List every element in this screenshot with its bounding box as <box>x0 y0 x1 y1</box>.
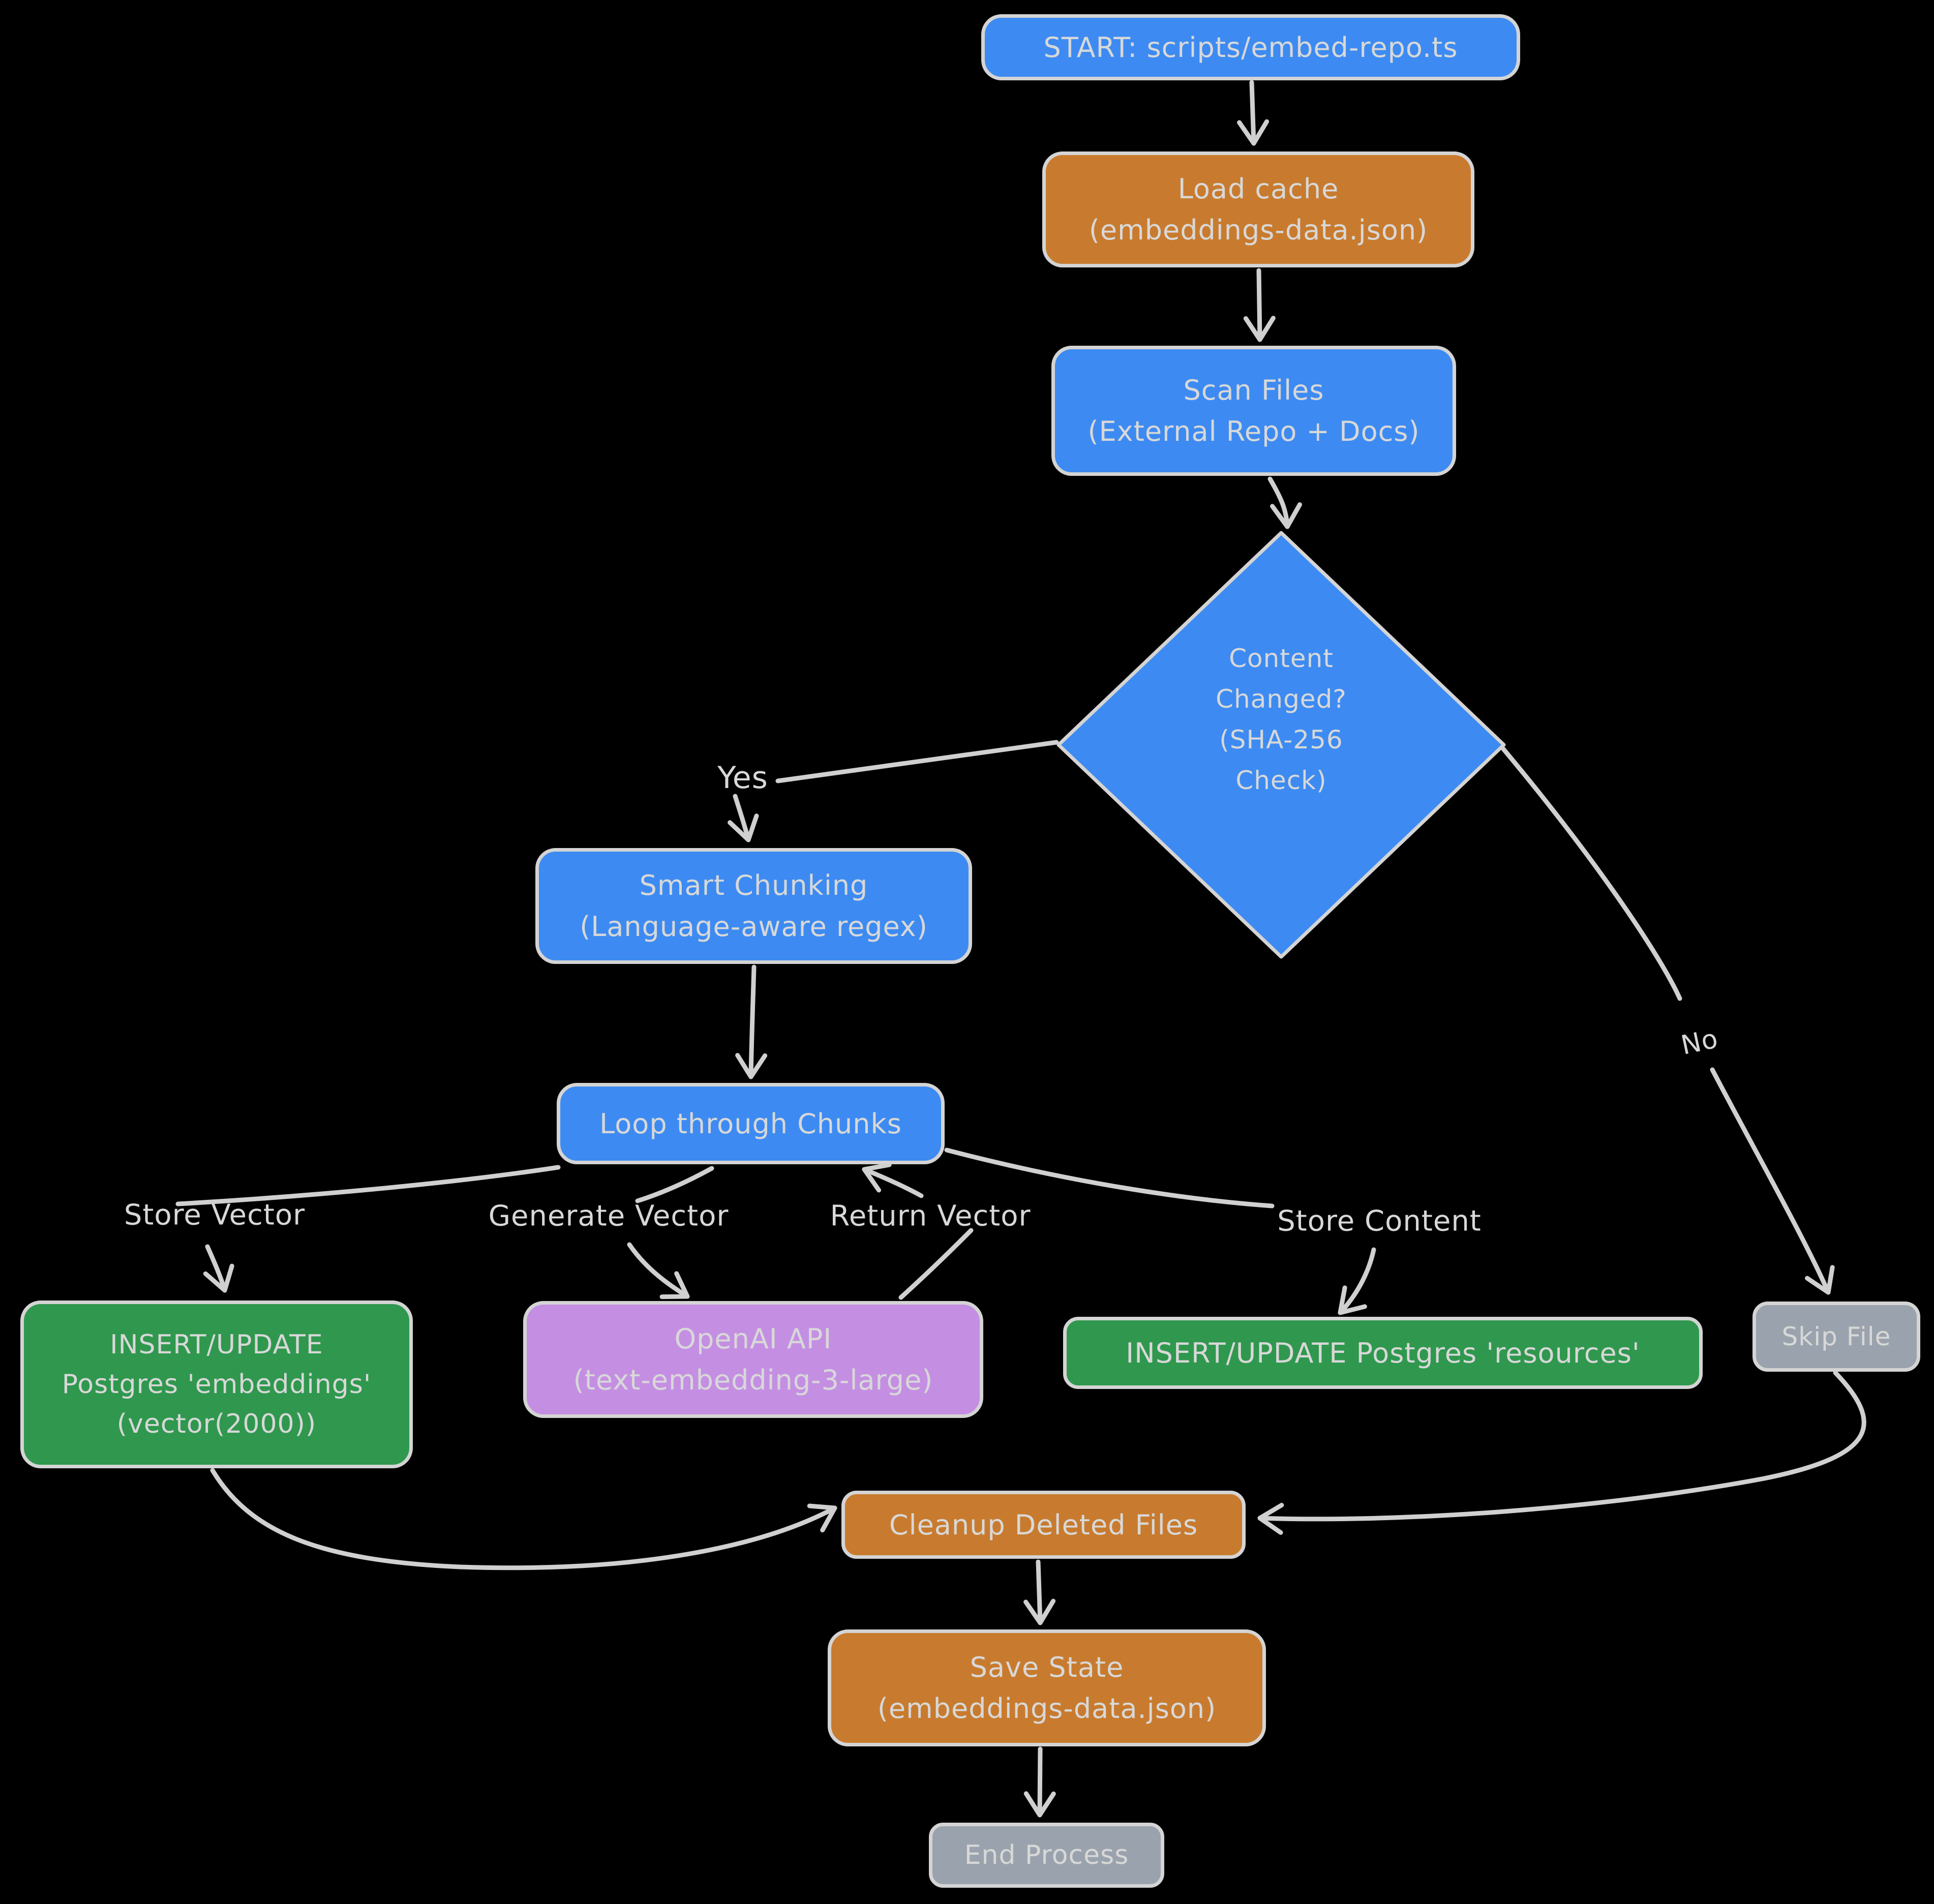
node-openai-api: OpenAI API (text-embedding-3-large) <box>523 1301 983 1418</box>
edge-skip-file-to-cleanup <box>1257 1370 1866 1535</box>
edge-label-return-vector: Return Vector <box>830 1199 1031 1233</box>
edge-cleanup-to-save-state <box>1023 1559 1056 1625</box>
node-loop-chunks-label: Loop through Chunks <box>599 1107 902 1140</box>
node-start-label: START: scripts/embed-repo.ts <box>1043 31 1458 64</box>
edge-content-changed-no-line <box>1500 746 1682 1001</box>
node-insert-embeddings-line3: (vector(2000)) <box>116 1409 317 1439</box>
edge-yes-to-smart-chunking <box>728 794 759 842</box>
edge-label-yes: Yes <box>717 760 768 796</box>
node-cleanup: Cleanup Deleted Files <box>841 1491 1246 1559</box>
node-save-state-line1: Save State <box>970 1651 1124 1683</box>
node-scan-files: Scan Files (External Repo + Docs) <box>1051 346 1456 476</box>
node-insert-resources: INSERT/UPDATE Postgres 'resources' <box>1063 1317 1703 1389</box>
node-smart-chunking-line2: (Language-aware regex) <box>580 911 928 943</box>
node-content-changed-diamond <box>1056 531 1506 959</box>
node-content-changed-label: Content Changed? (SHA-256 Check) <box>1159 636 1403 803</box>
node-loop-chunks: Loop through Chunks <box>557 1083 945 1164</box>
node-smart-chunking: Smart Chunking (Language-aware regex) <box>535 848 972 964</box>
edge-openai-return-vector-line <box>898 1228 974 1300</box>
edge-embeddings-to-cleanup <box>210 1468 837 1570</box>
edge-loop-to-store-vector-line <box>175 1165 561 1206</box>
node-end-process: End Process <box>929 1823 1164 1888</box>
node-end-process-label: End Process <box>964 1840 1129 1870</box>
edge-loop-to-generate-vector-line <box>635 1166 714 1203</box>
edge-generate-vector-to-openai <box>627 1242 690 1299</box>
content-changed-line2: Changed? <box>1216 684 1347 714</box>
edge-load-cache-to-scan-files <box>1243 268 1276 342</box>
edge-scan-files-to-content-changed <box>1267 476 1302 529</box>
node-start: START: scripts/embed-repo.ts <box>981 14 1520 80</box>
edge-smart-chunking-to-loop <box>735 964 768 1079</box>
edge-loop-to-store-content-line <box>944 1147 1275 1208</box>
node-save-state-line2: (embeddings-data.json) <box>877 1693 1217 1725</box>
edge-content-changed-yes-line <box>775 740 1059 783</box>
node-skip-file-label: Skip File <box>1781 1321 1891 1351</box>
node-smart-chunking-line1: Smart Chunking <box>639 869 868 901</box>
node-insert-embeddings: INSERT/UPDATE Postgres 'embeddings' (vec… <box>20 1301 413 1468</box>
content-changed-line1: Content <box>1229 644 1334 673</box>
content-changed-line4: Check) <box>1235 766 1327 795</box>
node-insert-embeddings-line2: Postgres 'embeddings' <box>62 1369 372 1400</box>
node-scan-files-line1: Scan Files <box>1183 374 1324 406</box>
node-save-state: Save State (embeddings-data.json) <box>828 1629 1266 1746</box>
edge-label-generate-vector: Generate Vector <box>488 1199 729 1233</box>
node-insert-resources-label: INSERT/UPDATE Postgres 'resources' <box>1126 1337 1640 1369</box>
edge-no-to-skip-file <box>1710 1067 1835 1295</box>
node-load-cache-line1: Load cache <box>1177 173 1339 205</box>
edge-store-vector-to-embeddings <box>203 1244 234 1293</box>
edge-start-to-load-cache <box>1237 80 1270 146</box>
node-load-cache-line2: (embeddings-data.json) <box>1089 214 1428 246</box>
node-load-cache: Load cache (embeddings-data.json) <box>1042 152 1474 267</box>
node-openai-api-line2: (text-embedding-3-large) <box>573 1364 933 1396</box>
edge-label-store-vector: Store Vector <box>124 1198 306 1232</box>
edge-return-vector-to-loop <box>862 1162 924 1198</box>
node-cleanup-label: Cleanup Deleted Files <box>889 1508 1198 1541</box>
content-changed-line3: (SHA-256 <box>1219 725 1343 754</box>
node-insert-embeddings-line1: INSERT/UPDATE <box>110 1329 323 1360</box>
edge-label-store-content: Store Content <box>1277 1204 1482 1238</box>
node-skip-file: Skip File <box>1752 1302 1920 1372</box>
node-openai-api-line1: OpenAI API <box>674 1323 832 1355</box>
edge-store-content-to-resources <box>1338 1247 1376 1315</box>
node-scan-files-line2: (External Repo + Docs) <box>1087 415 1420 447</box>
